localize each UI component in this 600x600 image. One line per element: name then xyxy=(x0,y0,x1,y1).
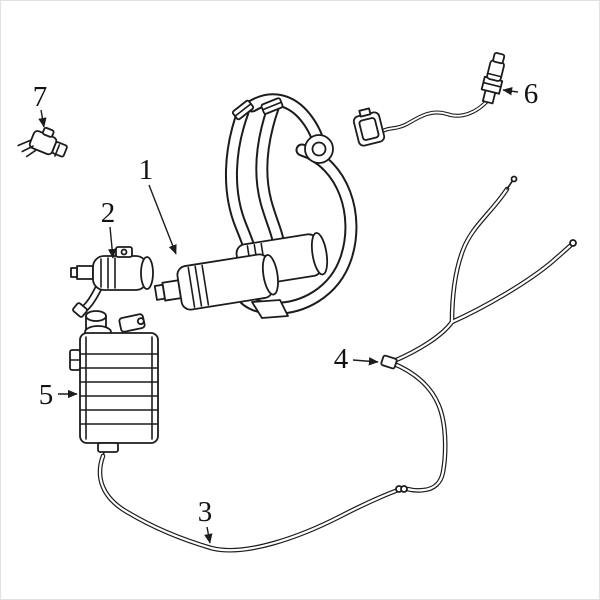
leader-line-6 xyxy=(502,87,519,96)
callout-6-label: 6 xyxy=(524,78,539,110)
flange-fitting xyxy=(304,134,334,164)
clip-sensor-part xyxy=(17,126,68,158)
callout-4-label: 4 xyxy=(334,343,349,375)
sensor-body xyxy=(480,52,506,105)
leader-line-4 xyxy=(352,357,379,366)
tube-connector xyxy=(380,354,398,370)
callout-1-label: 1 xyxy=(139,154,154,186)
hose-assembly-part xyxy=(153,93,358,319)
callout-7-label: 7 xyxy=(33,81,48,113)
sensor-connector xyxy=(352,107,386,147)
leader-line-1 xyxy=(148,184,177,255)
leader-line-2 xyxy=(107,226,117,259)
bottom-hose-part xyxy=(97,453,403,553)
callout-5-label: 5 xyxy=(39,379,54,411)
callout-2-label: 2 xyxy=(101,197,116,229)
solenoid-lower xyxy=(153,253,279,311)
oxygen-sensor-part xyxy=(352,52,506,147)
leader-line-3 xyxy=(204,526,213,544)
purge-valve-part xyxy=(70,246,154,318)
leader-line-7 xyxy=(38,109,47,128)
callout-3-label: 3 xyxy=(198,496,213,528)
canister-part xyxy=(69,310,159,458)
vapor-tube-part xyxy=(380,175,577,493)
hose-clamp xyxy=(231,99,255,121)
hose-clamp xyxy=(260,97,284,115)
mounting-plate xyxy=(251,299,289,319)
